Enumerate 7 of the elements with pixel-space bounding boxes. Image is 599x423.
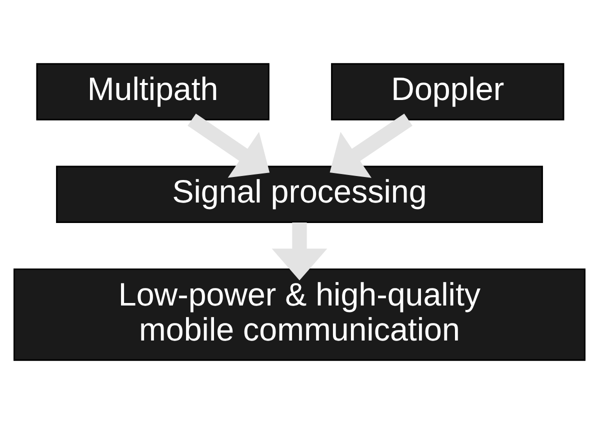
node-box: Doppler <box>331 62 564 120</box>
node-box: Multipath <box>36 62 270 120</box>
node-box: Signal processing <box>56 165 543 222</box>
arrow <box>272 222 328 280</box>
arrow <box>188 113 270 178</box>
arrow <box>330 113 412 178</box>
node-box: Low-power & high-quality mobile communication <box>14 268 586 360</box>
